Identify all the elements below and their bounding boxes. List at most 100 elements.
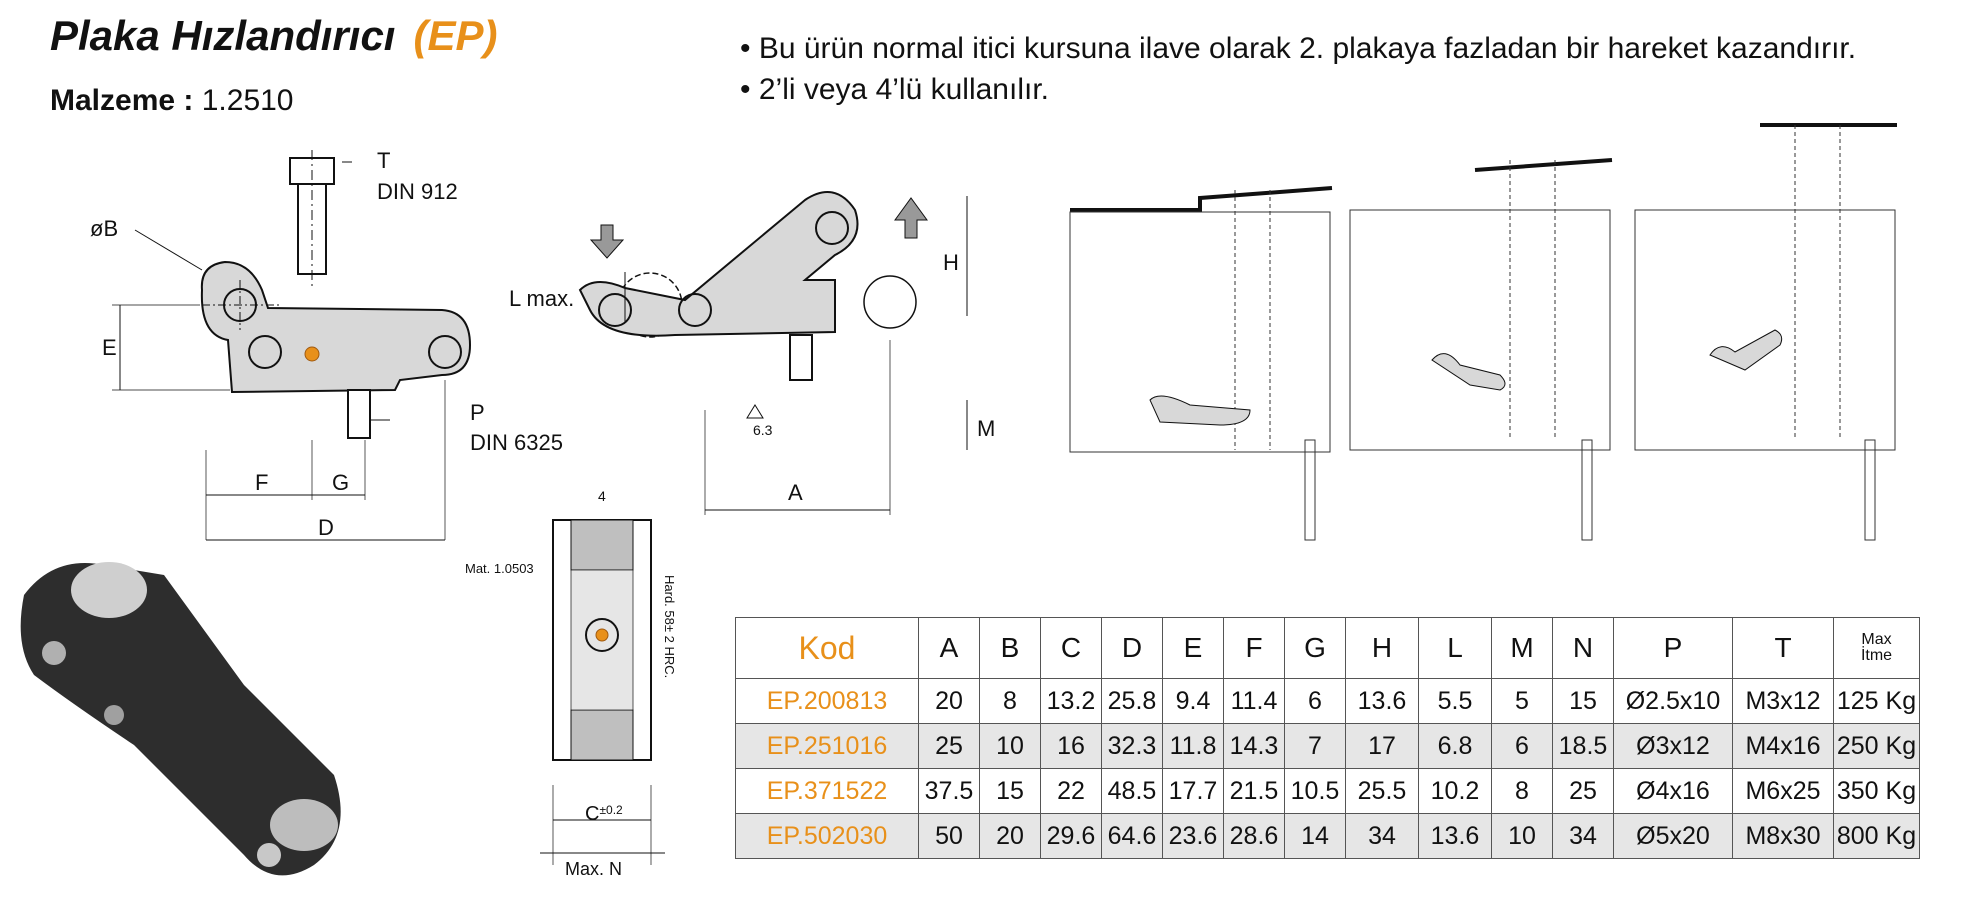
table-cell: 15 <box>979 768 1041 814</box>
col-header: N <box>1552 617 1614 679</box>
col-header: M <box>1491 617 1553 679</box>
col-header: L <box>1418 617 1492 679</box>
table-cell: 25.8 <box>1101 678 1163 724</box>
assembly-diagram-2 <box>1349 158 1613 541</box>
material-line: Malzeme : 1.2510 <box>50 84 294 118</box>
col-header: H <box>1345 617 1419 679</box>
table-cell: 5 <box>1491 678 1553 724</box>
table-cell: 250 Kg <box>1833 723 1920 769</box>
col-header: G <box>1284 617 1346 679</box>
page-title: Plaka Hızlandırıcı (EP) <box>50 12 497 60</box>
table-cell: 34 <box>1345 813 1419 859</box>
table-cell: 15 <box>1552 678 1614 724</box>
table-cell: Ø4x16 <box>1613 768 1733 814</box>
table-cell: 6 <box>1284 678 1346 724</box>
table-cell: 11.4 <box>1223 678 1285 724</box>
label-t: T <box>377 148 390 173</box>
label-diameter-b: øB <box>90 216 118 241</box>
table-cell: 29.6 <box>1040 813 1102 859</box>
top-view-drawing: Mat. 1.0503 Hard. 58± 2 HRC. 4 C±0.2 Max… <box>465 488 677 879</box>
label-c: C±0.2 <box>585 803 623 825</box>
table-cell: EP.200813 <box>735 678 919 724</box>
label-e: E <box>102 335 117 360</box>
table-row: EP.502030 50 20 29.6 64.6 23.6 28.6 14 3… <box>735 813 1920 859</box>
table-cell: 48.5 <box>1101 768 1163 814</box>
col-header: B <box>979 617 1041 679</box>
label-hard: Hard. 58± 2 HRC. <box>662 575 677 678</box>
table-row: EP.251016 25 10 16 32.3 11.8 14.3 7 17 6… <box>735 723 1920 769</box>
col-header: E <box>1162 617 1224 679</box>
table-cell: 13.6 <box>1345 678 1419 724</box>
table-cell: 16 <box>1040 723 1102 769</box>
table-cell: EP.251016 <box>735 723 919 769</box>
label-d: D <box>318 515 334 540</box>
label-max-n: Max. N <box>565 859 622 879</box>
table-cell: 17 <box>1345 723 1419 769</box>
table-cell: 6.8 <box>1418 723 1492 769</box>
table-cell: 25 <box>918 723 980 769</box>
table-cell: 25.5 <box>1345 768 1419 814</box>
table-cell: 28.6 <box>1223 813 1285 859</box>
table-cell: 20 <box>979 813 1041 859</box>
table-cell: 32.3 <box>1101 723 1163 769</box>
title-code: (EP) <box>413 12 498 59</box>
table-cell: 14 <box>1284 813 1346 859</box>
table-cell: 37.5 <box>918 768 980 814</box>
table-cell: M4x16 <box>1732 723 1834 769</box>
label-h: H <box>943 250 959 275</box>
bullet-item: Bu ürün normal itici kursuna ilave olara… <box>740 28 1856 69</box>
table-cell: 350 Kg <box>1833 768 1920 814</box>
table-cell: 10.5 <box>1284 768 1346 814</box>
col-header: P <box>1613 617 1733 679</box>
table-cell: 7 <box>1284 723 1346 769</box>
table-cell: 6 <box>1491 723 1553 769</box>
col-header: F <box>1223 617 1285 679</box>
bullet-item: 2’li veya 4’lü kullanılır. <box>740 69 1856 110</box>
table-cell: 13.2 <box>1040 678 1102 724</box>
table-cell: 18.5 <box>1552 723 1614 769</box>
table-cell: 64.6 <box>1101 813 1163 859</box>
table-cell: 25 <box>1552 768 1614 814</box>
table-cell: Ø5x20 <box>1613 813 1733 859</box>
label-g: G <box>332 470 349 495</box>
label-mat: Mat. 1.0503 <box>465 561 534 576</box>
table-cell: 125 Kg <box>1833 678 1920 724</box>
title-text: Plaka Hızlandırıcı <box>50 12 396 59</box>
table-row: EP.371522 37.5 15 22 48.5 17.7 21.5 10.5… <box>735 768 1920 814</box>
table-cell: 34 <box>1552 813 1614 859</box>
label-din912: DIN 912 <box>377 179 458 204</box>
assembly-diagram-1 <box>1069 186 1333 541</box>
table-cell: M6x25 <box>1732 768 1834 814</box>
table-cell: 22 <box>1040 768 1102 814</box>
label-f: F <box>255 470 268 495</box>
table-cell: 50 <box>918 813 980 859</box>
table-cell: 10 <box>979 723 1041 769</box>
table-row: EP.200813 20 8 13.2 25.8 9.4 11.4 6 13.6… <box>735 678 1920 724</box>
table-cell: EP.502030 <box>735 813 919 859</box>
product-photo <box>20 562 341 876</box>
label-roughness: 6.3 <box>753 422 773 438</box>
col-header: D <box>1101 617 1163 679</box>
table-cell: M3x12 <box>1732 678 1834 724</box>
table-cell: Ø3x12 <box>1613 723 1733 769</box>
label-din6325: DIN 6325 <box>470 430 563 455</box>
table-cell: EP.371522 <box>735 768 919 814</box>
table-cell: 5.5 <box>1418 678 1492 724</box>
table-cell: M8x30 <box>1732 813 1834 859</box>
table-cell: 10.2 <box>1418 768 1492 814</box>
label-four: 4 <box>598 488 606 504</box>
table-cell: 11.8 <box>1162 723 1224 769</box>
label-l-max: L max. <box>509 286 574 311</box>
side-view-drawing: øB T DIN 912 P DIN 6325 E F G D <box>90 148 563 541</box>
label-m: M <box>977 416 995 441</box>
table-cell: 9.4 <box>1162 678 1224 724</box>
col-header: Kod <box>735 617 919 679</box>
table-cell: 8 <box>979 678 1041 724</box>
table-cell: 800 Kg <box>1833 813 1920 859</box>
table-cell: 14.3 <box>1223 723 1285 769</box>
label-p: P <box>470 400 485 425</box>
table-cell: 17.7 <box>1162 768 1224 814</box>
col-header: C <box>1040 617 1102 679</box>
